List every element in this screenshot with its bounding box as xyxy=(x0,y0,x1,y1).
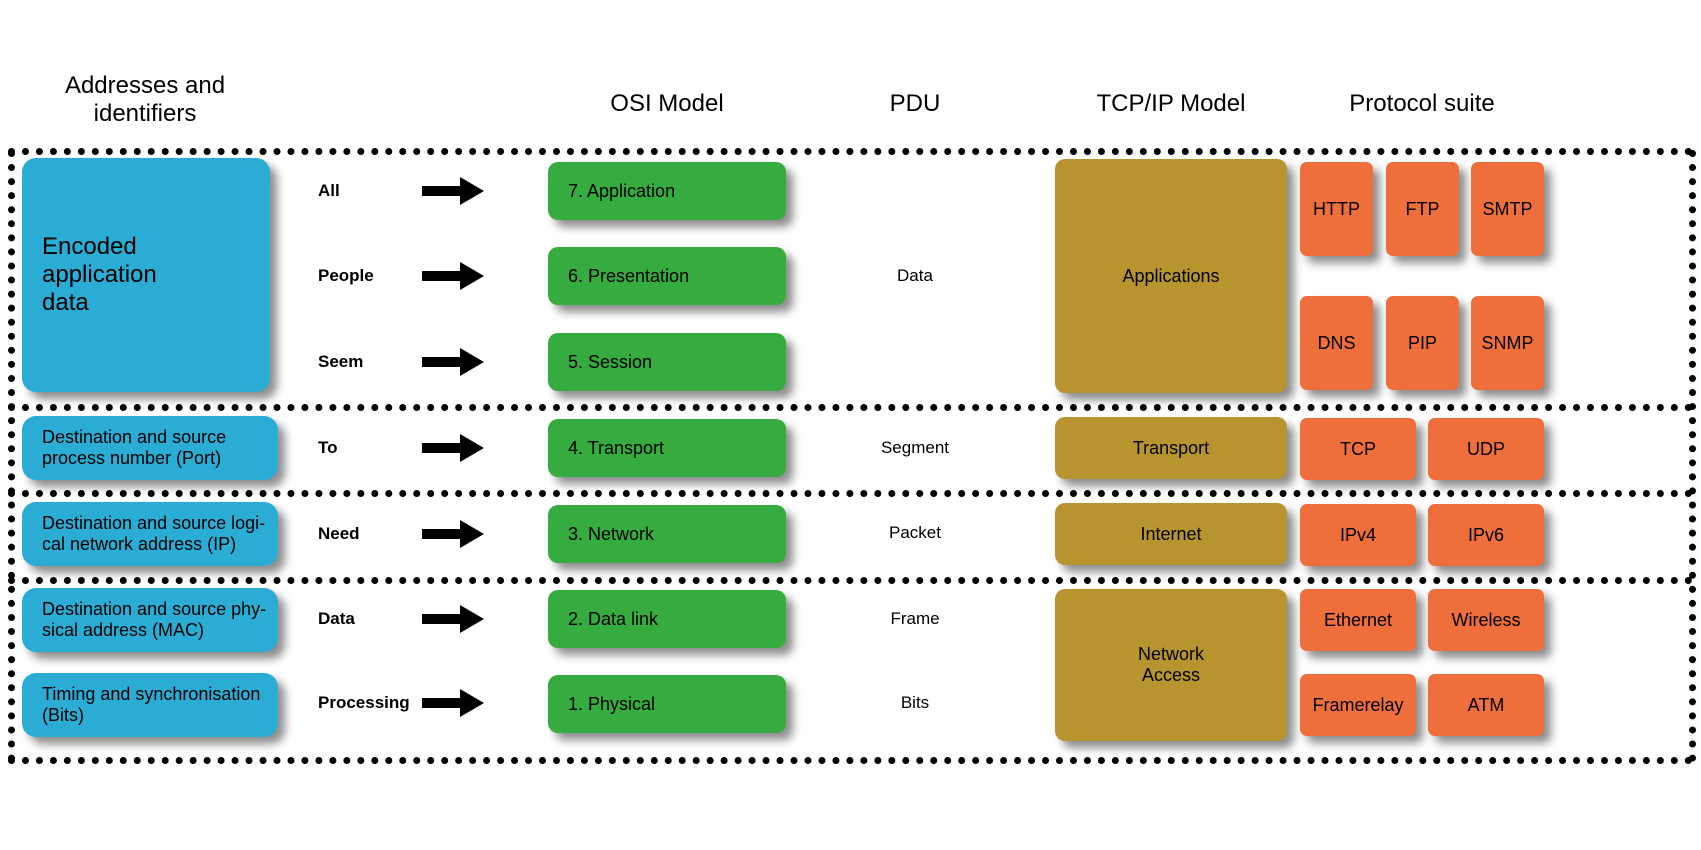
arrow-icon-transport xyxy=(422,433,484,463)
arrow-icon-session xyxy=(422,347,484,377)
address-box-ip: Destination and source logi- cal network… xyxy=(22,502,278,566)
protocol-http: HTTP xyxy=(1300,162,1373,256)
protocol-ipv4: IPv4 xyxy=(1300,504,1416,566)
protocol-ftp: FTP xyxy=(1386,162,1459,256)
protocol-dns: DNS xyxy=(1300,296,1373,390)
pdu-data: Data xyxy=(897,266,933,285)
osi-layer-3-network: 3. Network xyxy=(548,505,786,563)
band-divider-transport-internet xyxy=(8,490,1693,497)
protocol-ethernet: Ethernet xyxy=(1300,589,1416,651)
address-box-encoded-data: Encoded application data xyxy=(22,158,270,392)
protocol-framerelay: Framerelay xyxy=(1300,674,1416,736)
mnemonic-need: Need xyxy=(318,524,360,543)
pdu-bits: Bits xyxy=(900,693,930,712)
header-pdu: PDU xyxy=(889,90,941,117)
frame-right-edge xyxy=(1689,150,1696,762)
tcpip-layer-applications: Applications xyxy=(1055,159,1287,393)
address-box-bits: Timing and synchronisation (Bits) xyxy=(22,673,278,737)
arrow-icon-application xyxy=(422,176,484,206)
header-tcpip-model: TCP/IP Model xyxy=(1096,90,1246,117)
mnemonic-people: People xyxy=(318,266,374,285)
osi-layer-6-presentation: 6. Presentation xyxy=(548,247,786,305)
address-box-mac: Destination and source phy- sical addres… xyxy=(22,588,278,652)
mnemonic-to: To xyxy=(318,438,338,457)
protocol-tcp: TCP xyxy=(1300,418,1416,480)
pdu-packet: Packet xyxy=(889,523,941,542)
tcpip-layer-network-access: Network Access xyxy=(1055,589,1287,741)
protocol-smtp: SMTP xyxy=(1471,162,1544,256)
protocol-udp: UDP xyxy=(1428,418,1544,480)
osi-layer-7-application: 7. Application xyxy=(548,162,786,220)
tcpip-layer-transport: Transport xyxy=(1055,417,1287,479)
arrow-icon-network xyxy=(422,519,484,549)
band-divider-internet-netaccess xyxy=(8,577,1693,584)
arrow-icon-physical xyxy=(422,688,484,718)
protocol-atm: ATM xyxy=(1428,674,1544,736)
osi-layer-2-datalink: 2. Data link xyxy=(548,590,786,648)
pdu-segment: Segment xyxy=(880,438,950,457)
address-box-port: Destination and source process number (P… xyxy=(22,416,278,480)
header-protocol-suite: Protocol suite xyxy=(1349,90,1495,117)
band-divider-app-transport xyxy=(8,404,1693,411)
osi-layer-4-transport: 4. Transport xyxy=(548,419,786,477)
header-addresses: Addresses and identifiers xyxy=(64,72,226,127)
protocol-pip: PIP xyxy=(1386,296,1459,390)
protocol-snmp: SNMP xyxy=(1471,296,1544,390)
tcpip-layer-internet: Internet xyxy=(1055,503,1287,565)
protocol-ipv6: IPv6 xyxy=(1428,504,1544,566)
osi-layer-5-session: 5. Session xyxy=(548,333,786,391)
pdu-frame: Frame xyxy=(890,609,940,628)
band-divider-top xyxy=(8,148,1693,155)
frame-left-edge xyxy=(8,150,15,762)
header-osi-model: OSI Model xyxy=(610,90,724,117)
protocol-wireless: Wireless xyxy=(1428,589,1544,651)
mnemonic-seem: Seem xyxy=(318,352,364,371)
osi-layer-1-physical: 1. Physical xyxy=(548,675,786,733)
band-divider-bottom xyxy=(8,757,1693,764)
arrow-icon-datalink xyxy=(422,604,484,634)
mnemonic-processing: Processing xyxy=(318,693,410,712)
mnemonic-data: Data xyxy=(318,609,355,628)
arrow-icon-presentation xyxy=(422,261,484,291)
mnemonic-all: All xyxy=(318,181,340,200)
